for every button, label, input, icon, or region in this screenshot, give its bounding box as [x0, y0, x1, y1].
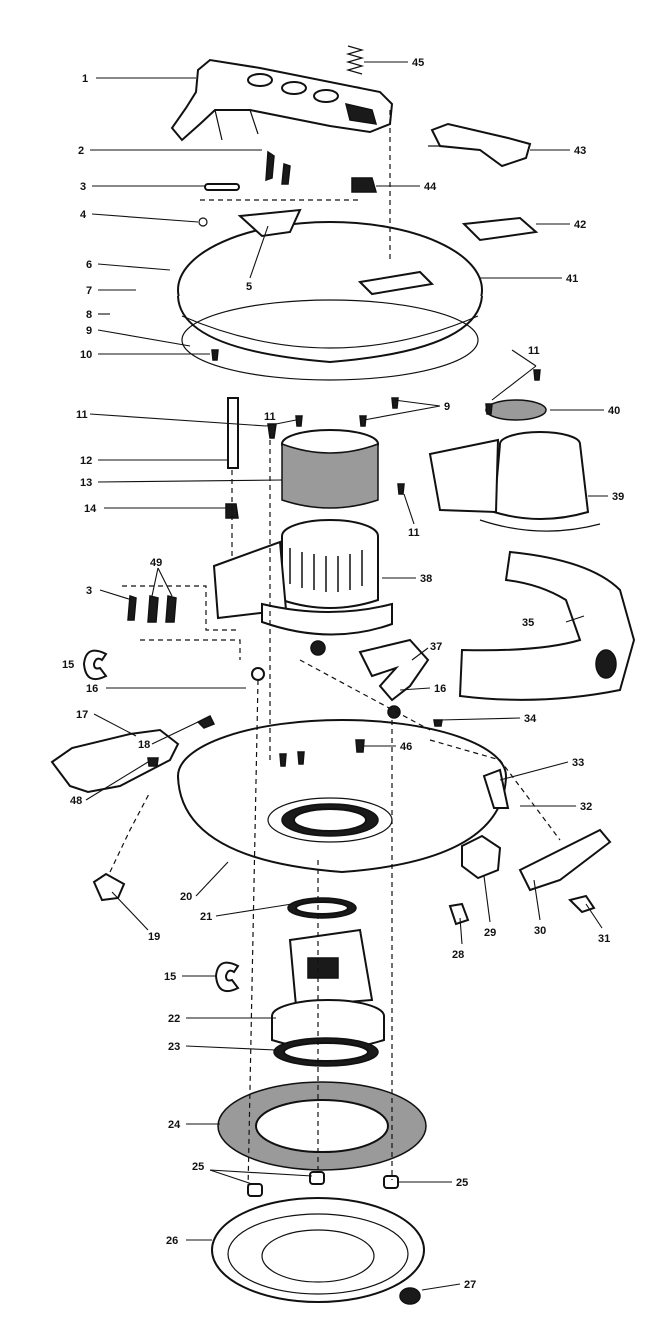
label-22: 22 [168, 1013, 180, 1025]
label-12: 12 [80, 455, 92, 467]
label-28: 28 [452, 949, 464, 961]
assembly-guides [200, 110, 561, 1191]
label-6: 6 [86, 259, 92, 271]
label-38: 38 [420, 573, 432, 585]
fittings-right [448, 828, 612, 926]
label-26: 26 [166, 1235, 178, 1247]
label-44: 44 [424, 181, 437, 193]
label-14: 14 [84, 503, 97, 515]
label-2: 2 [78, 145, 84, 157]
label-42: 42 [574, 219, 586, 231]
foot-part-1 [247, 1183, 263, 1197]
duct-bag-part [458, 550, 636, 701]
label-15: 15 [62, 659, 74, 671]
label-25: 25 [192, 1161, 204, 1173]
label-15b: 15 [164, 971, 176, 983]
label-46: 46 [400, 741, 412, 753]
lid-ring-part [181, 299, 479, 381]
label-24: 24 [168, 1119, 181, 1131]
label-27: 27 [464, 1279, 476, 1291]
label-21: 21 [200, 911, 212, 923]
label-9: 9 [86, 325, 92, 337]
label-17: 17 [76, 709, 88, 721]
fitting-part [310, 640, 326, 656]
label-11: 11 [76, 409, 88, 421]
label-40: 40 [608, 405, 620, 417]
foot-part-3 [383, 1175, 399, 1189]
label-11d: 11 [264, 411, 276, 423]
cord-line [109, 791, 151, 873]
caster-part [399, 1287, 421, 1305]
foam-ring-part [217, 1081, 427, 1171]
label-29: 29 [484, 927, 496, 939]
screws [147, 349, 541, 767]
label-41: 41 [566, 273, 578, 285]
lid-part [177, 208, 483, 364]
label-10: 10 [80, 349, 92, 361]
small-hardware-upper [198, 150, 377, 227]
filter-pad-part [461, 216, 539, 242]
label-11c: 11 [408, 527, 420, 539]
base-plate-part [211, 1197, 425, 1303]
label-4: 4 [80, 209, 87, 221]
label-7: 7 [86, 285, 92, 297]
plug-part [92, 872, 126, 902]
label-34: 34 [524, 713, 537, 725]
handle-housing-part [170, 58, 394, 142]
lower-motor-part [271, 928, 385, 1050]
motor-assembly-part [212, 519, 393, 636]
label-32: 32 [580, 801, 592, 813]
callout-labels: 1 2 3 4 5 6 7 8 9 10 11 12 13 14 3 49 15… [62, 57, 624, 1291]
label-30: 30 [534, 925, 546, 937]
label-35: 35 [522, 617, 534, 629]
tank-body-part [177, 719, 510, 874]
label-3: 3 [80, 181, 86, 193]
label-49: 49 [150, 557, 162, 569]
label-1: 1 [82, 73, 88, 85]
leader-lines [85, 61, 608, 1291]
bracket-part [358, 638, 430, 702]
label-19: 19 [148, 931, 160, 943]
label-16: 16 [86, 683, 98, 695]
side-handle-part [50, 728, 180, 794]
label-33: 33 [572, 757, 584, 769]
label-43: 43 [574, 145, 586, 157]
inlet-housing-part [428, 399, 601, 532]
terminal-group [122, 585, 241, 660]
label-48: 48 [70, 795, 82, 807]
carry-handle-part [428, 122, 532, 168]
label-16b: 16 [434, 683, 446, 695]
label-45: 45 [412, 57, 424, 69]
parts-drawing [50, 45, 636, 1305]
c-clip-part-lower [214, 961, 240, 992]
foot-part-2 [309, 1171, 325, 1185]
label-11b: 11 [528, 345, 540, 357]
fitting-part-small [251, 667, 265, 681]
c-clip-part [82, 649, 108, 680]
label-39: 39 [612, 491, 624, 503]
label-8: 8 [86, 309, 92, 321]
label-3b: 3 [86, 585, 92, 597]
label-20: 20 [180, 891, 192, 903]
label-5: 5 [246, 281, 252, 293]
foam-filter-part [281, 429, 379, 509]
label-9b: 9 [444, 401, 450, 413]
label-23: 23 [168, 1041, 180, 1053]
rod-part [227, 397, 239, 469]
label-25b: 25 [456, 1177, 468, 1189]
label-13: 13 [80, 477, 92, 489]
label-31: 31 [598, 933, 610, 945]
label-37: 37 [430, 641, 442, 653]
label-18: 18 [138, 739, 150, 751]
